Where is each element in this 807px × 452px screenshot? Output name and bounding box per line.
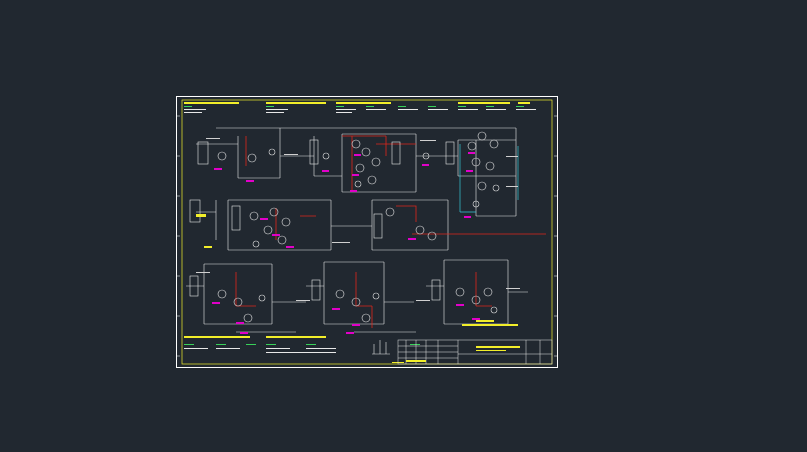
drawing-sheet[interactable] [176, 96, 558, 368]
equipment-tags [212, 152, 480, 334]
vessel-icon [189, 139, 455, 301]
annotations [196, 138, 520, 301]
header-labels [184, 102, 536, 113]
legend-labels [184, 336, 420, 353]
sheet-border-inner [181, 99, 553, 365]
valve-icon [372, 340, 390, 355]
sheet-border-outer [176, 96, 558, 368]
stream-labels [196, 214, 518, 363]
border-ticks [176, 115, 558, 357]
process-lines-white [186, 127, 528, 333]
title-block [397, 339, 553, 365]
process-lines-cyan [459, 144, 519, 213]
pump-icon [217, 131, 500, 323]
process-lines-red [235, 135, 546, 328]
